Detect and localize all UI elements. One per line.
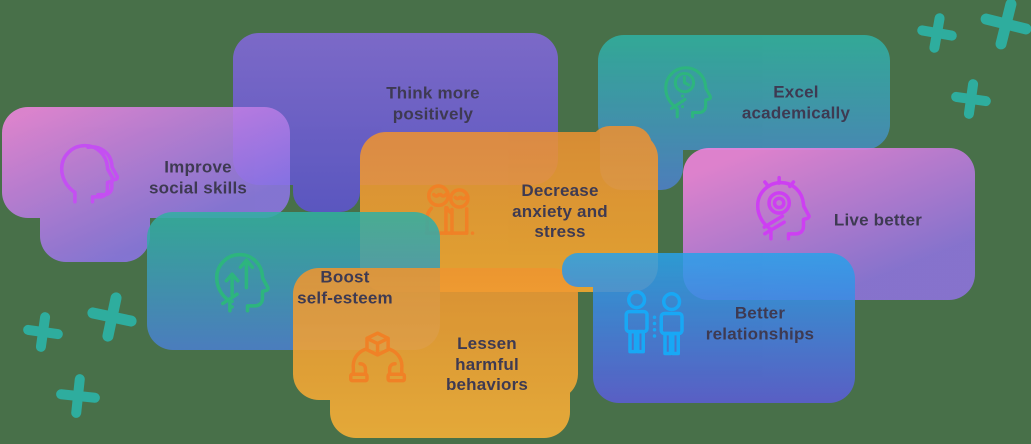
card-tab: [590, 126, 652, 186]
card-tab: [293, 150, 360, 212]
person-1-leg-left: [628, 329, 638, 354]
card-tab: [330, 330, 570, 438]
clock-face: [673, 71, 696, 94]
card-tab: [562, 253, 662, 287]
cube: [365, 331, 390, 357]
person-1-head: [626, 290, 647, 310]
sparkle-arm: [963, 79, 979, 119]
calm-people-icon: [424, 184, 475, 235]
two-people-icon: [624, 290, 684, 356]
card-tab: [40, 170, 150, 262]
face-1: [427, 184, 450, 208]
back-head-outline: [86, 145, 120, 197]
card-better-relationships: [562, 253, 855, 403]
sparkle-icon: [980, 0, 1031, 50]
card-label-live-better: Live better: [833, 210, 923, 230]
hands-box-icon: [349, 331, 407, 383]
up-arrows: [224, 258, 255, 297]
head-clock-icon: [664, 66, 713, 119]
face-2: [449, 188, 470, 209]
head-idea-icon: [755, 175, 811, 241]
left-hand-base: [349, 372, 369, 383]
head-outline: [755, 180, 811, 241]
sparkles: [23, 0, 1031, 418]
neck-stripes: [762, 214, 786, 236]
bodies: [425, 206, 469, 235]
sparkle-icon: [917, 13, 957, 53]
head-outline: [664, 66, 713, 119]
idea-inner-circle: [772, 196, 786, 210]
card-label-excel-academically: Excel academically: [741, 82, 851, 122]
two-heads-icon: [59, 143, 120, 204]
head-outline: [214, 252, 270, 313]
card-body: [593, 253, 855, 403]
card-label-lessen-harmful-behaviors: Lessen harmful behaviors: [445, 333, 529, 395]
left-hand: [351, 347, 368, 376]
sparkle-arm: [35, 312, 51, 352]
front-head-outline: [59, 143, 115, 204]
card-label-improve-social-skills: Improve social skills: [148, 157, 248, 197]
sparkle-arm: [995, 0, 1017, 50]
card-label-better-relationships: Better relationships: [705, 303, 815, 343]
clock-hands-and-dots: [669, 75, 691, 111]
sparkle-icon: [87, 292, 137, 342]
sparkle-arm: [929, 13, 945, 53]
idea-rays: [763, 175, 796, 189]
sparkle-arm: [71, 374, 85, 418]
head-arrows-icon: [214, 252, 270, 313]
right-hand: [387, 347, 404, 376]
idea-outer-circle: [767, 191, 792, 215]
dots-and-stripe: [220, 292, 239, 309]
person-2-leg-right: [671, 331, 681, 356]
right-hand-base: [386, 372, 407, 383]
person-2-leg-left: [663, 331, 673, 356]
face-2-eyes: [453, 195, 468, 201]
card-label-think-more-positively: Think more positively: [386, 83, 480, 123]
sparkle-arm: [102, 292, 122, 342]
sparkle-icon: [951, 79, 991, 119]
person-2-head: [662, 291, 682, 312]
card-label-boost-self-esteem: Boost self-esteem: [297, 267, 393, 307]
card-label-decrease-anxiety-and-stress: Decrease anxiety and stress: [512, 180, 608, 242]
sparkle-icon: [56, 374, 100, 418]
sparkle-icon: [23, 312, 63, 352]
face-1-eyes: [432, 192, 448, 198]
person-1-leg-right: [635, 329, 645, 354]
